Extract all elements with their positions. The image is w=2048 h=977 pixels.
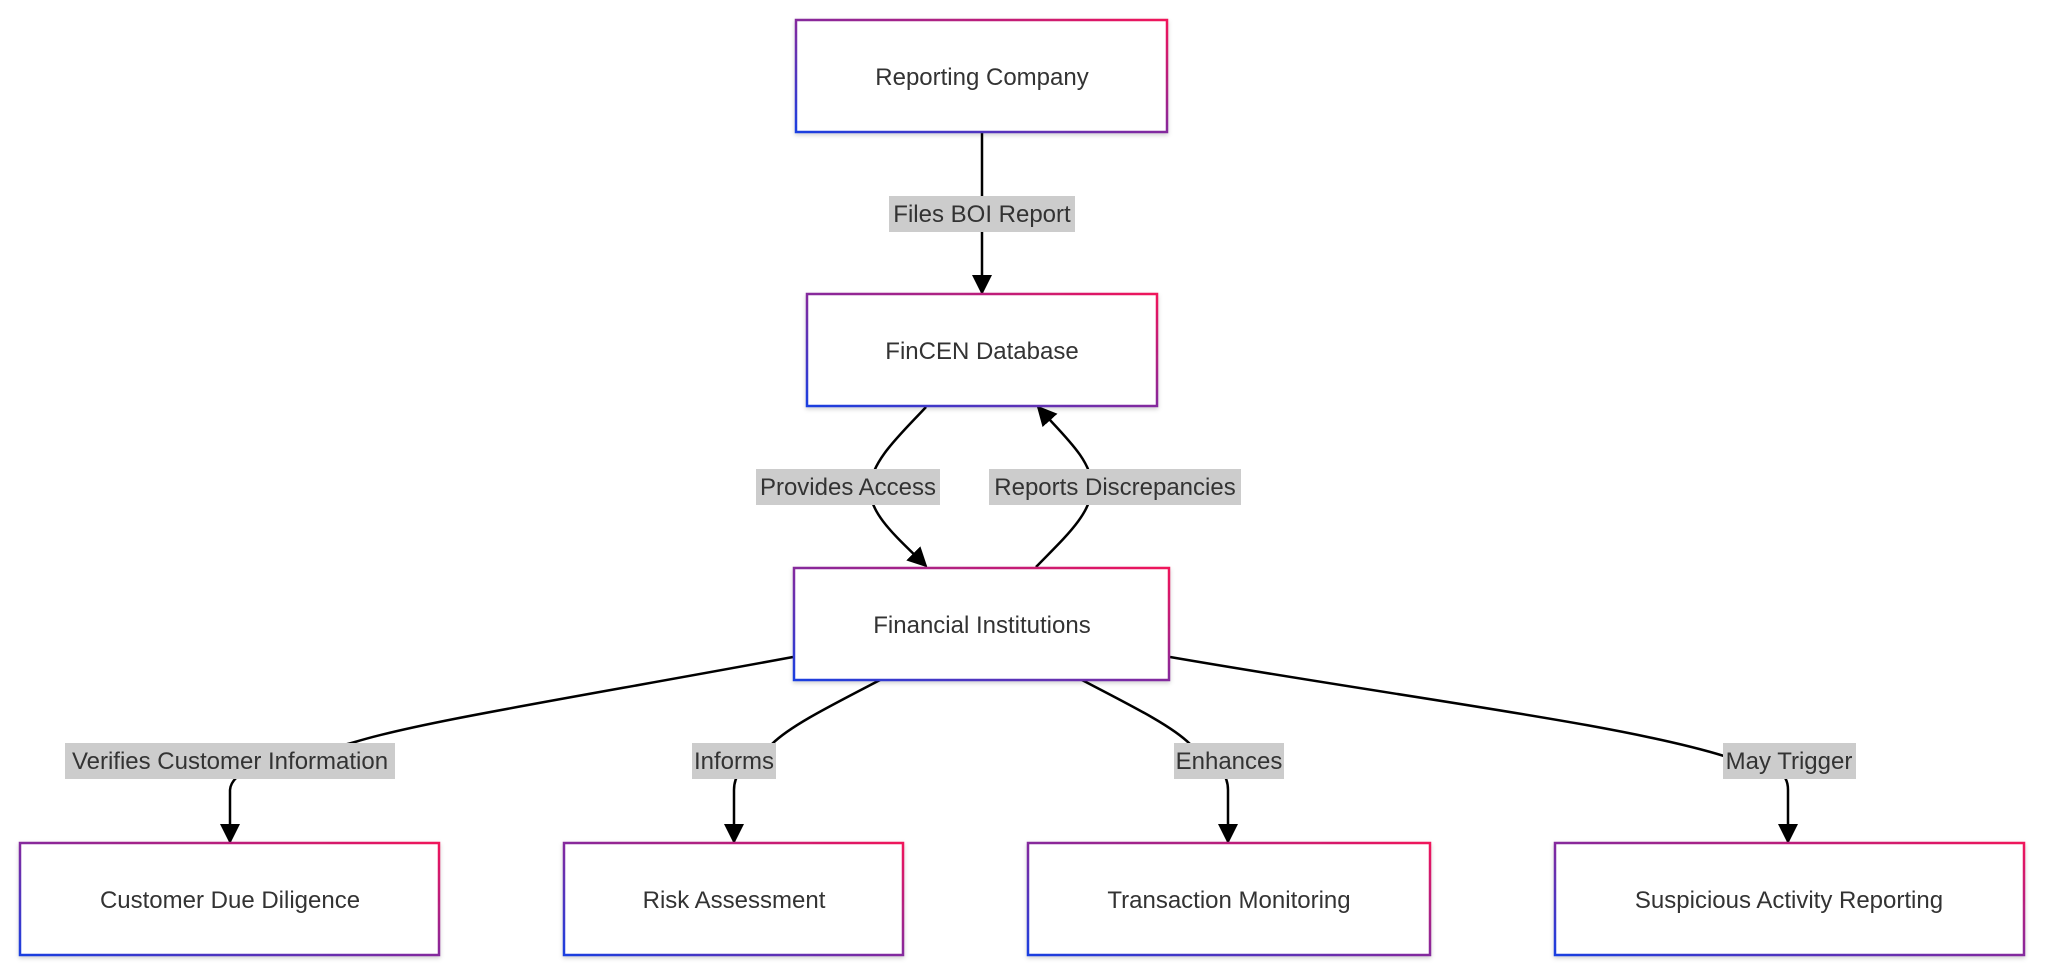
edge-label-provides-access: Provides Access bbox=[756, 469, 940, 505]
node-label: Financial Institutions bbox=[873, 612, 1090, 639]
edge-label-informs: Informs bbox=[692, 743, 776, 779]
edge-label-verifies-customer-information: Verifies Customer Information bbox=[65, 743, 395, 779]
edge-label-text: Enhances bbox=[1176, 748, 1283, 775]
edge-label-text: Verifies Customer Information bbox=[72, 748, 388, 775]
node-reporting-company[interactable]: Reporting Company bbox=[794, 18, 1169, 134]
node-label: Suspicious Activity Reporting bbox=[1635, 887, 1943, 914]
edge-label-may-trigger: May Trigger bbox=[1723, 743, 1856, 779]
node-fincen-database[interactable]: FinCEN Database bbox=[805, 292, 1159, 408]
node-label: Reporting Company bbox=[875, 64, 1088, 91]
edge-labels: Files BOI Report Provides Access Reports… bbox=[65, 196, 1856, 779]
edge-label-text: Reports Discrepancies bbox=[994, 474, 1235, 501]
node-customer-due-diligence[interactable]: Customer Due Diligence bbox=[18, 841, 441, 957]
edge-label-text: May Trigger bbox=[1726, 748, 1853, 775]
node-label: Risk Assessment bbox=[643, 887, 826, 914]
edge-label-reports-discrepancies: Reports Discrepancies bbox=[989, 469, 1241, 505]
node-label: Transaction Monitoring bbox=[1107, 887, 1350, 914]
node-label: FinCEN Database bbox=[885, 338, 1078, 365]
node-financial-institutions[interactable]: Financial Institutions bbox=[792, 566, 1171, 682]
edge-label-enhances: Enhances bbox=[1174, 743, 1284, 779]
node-risk-assessment[interactable]: Risk Assessment bbox=[562, 841, 905, 957]
edge-label-text: Provides Access bbox=[760, 474, 936, 501]
edge-label-files-boi-report: Files BOI Report bbox=[889, 196, 1075, 232]
node-label: Customer Due Diligence bbox=[100, 887, 360, 914]
edge-label-text: Files BOI Report bbox=[893, 201, 1071, 228]
node-suspicious-activity-reporting[interactable]: Suspicious Activity Reporting bbox=[1553, 841, 2026, 957]
edge-label-text: Informs bbox=[694, 748, 774, 775]
node-transaction-monitoring[interactable]: Transaction Monitoring bbox=[1026, 841, 1432, 957]
nodes: Reporting Company FinCEN Database Financ… bbox=[18, 18, 2026, 957]
